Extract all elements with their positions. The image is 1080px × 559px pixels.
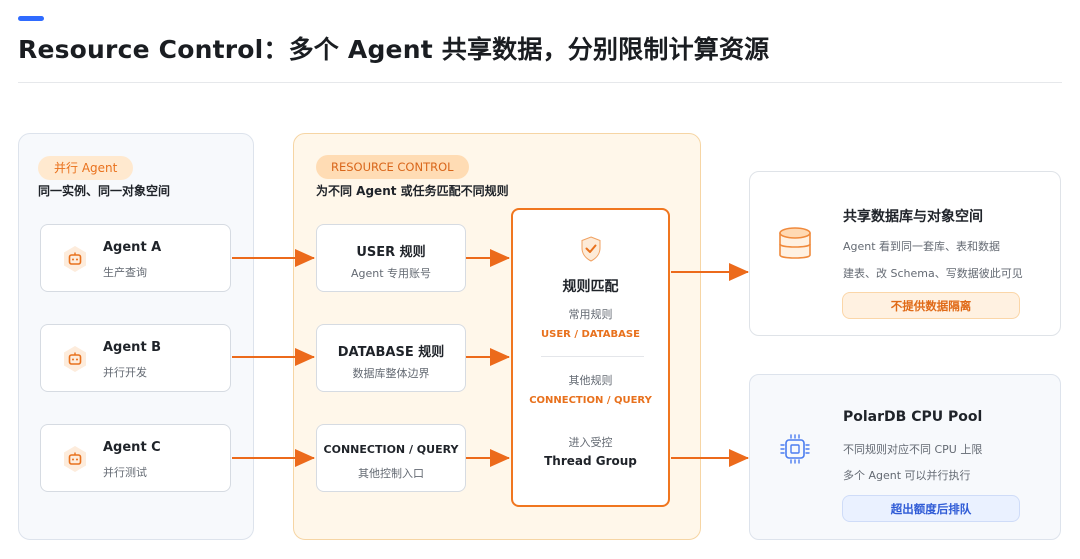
shared-database-line-2: 建表、改 Schema、写数据彼此可见 (843, 267, 1023, 280)
agent-name: Agent C (103, 440, 161, 455)
resource-control-subtitle: 为不同 Agent 或任务匹配不同规则 (316, 184, 509, 198)
agent-desc: 并行开发 (103, 366, 147, 379)
agent-c-card[interactable]: Agent C 并行测试 (40, 424, 231, 492)
shared-database-card[interactable]: 共享数据库与对象空间 Agent 看到同一套库、表和数据 建表、改 Schema… (749, 171, 1061, 336)
title-accent-bar (18, 16, 44, 21)
robot-icon (64, 446, 86, 472)
resource-control-pill: RESOURCE CONTROL (316, 155, 469, 179)
match-title: 规则匹配 (562, 279, 619, 295)
common-rules-value: USER / DATABASE (541, 329, 640, 340)
connection-query-rule-card[interactable]: CONNECTION / QUERY 其他控制入口 (316, 424, 466, 492)
database-icon (779, 227, 811, 259)
no-data-isolation-badge: 不提供数据隔离 (842, 292, 1020, 319)
thread-group-label: Thread Group (544, 454, 637, 468)
rule-desc: 其他控制入口 (358, 467, 424, 480)
enter-controlled-label: 进入受控 (568, 436, 613, 449)
cpu-pool-line-1: 不同规则对应不同 CPU 上限 (843, 443, 983, 456)
cpu-chip-icon (780, 434, 810, 464)
rule-desc: Agent 专用账号 (350, 267, 432, 280)
cpu-pool-title: PolarDB CPU Pool (843, 409, 983, 425)
rule-desc: 数据库整体边界 (352, 367, 430, 380)
shared-database-line-1: Agent 看到同一套库、表和数据 (843, 240, 1001, 253)
other-rules-value: CONNECTION / QUERY (529, 395, 652, 406)
user-rule-card[interactable]: USER 规则 Agent 专用账号 (316, 224, 466, 292)
robot-icon (64, 246, 86, 272)
page-title: Resource Control：多个 Agent 共享数据，分别限制计算资源 (18, 35, 770, 64)
title-divider (18, 82, 1062, 83)
rule-name: DATABASE 规则 (337, 345, 445, 360)
cpu-pool-line-2: 多个 Agent 可以并行执行 (843, 469, 971, 482)
parallel-agent-pill: 并行 Agent (38, 156, 134, 180)
database-rule-card[interactable]: DATABASE 规则 数据库整体边界 (316, 324, 466, 392)
cpu-pool-card[interactable]: PolarDB CPU Pool 不同规则对应不同 CPU 上限 多个 Agen… (749, 374, 1061, 540)
rule-match-card[interactable]: 规则匹配 常用规则 USER / DATABASE 其他规则 CONNECTIO… (511, 208, 670, 507)
agent-a-card[interactable]: Agent A 生产查询 (40, 224, 231, 292)
agent-desc: 并行测试 (103, 466, 147, 479)
agent-b-card[interactable]: Agent B 并行开发 (40, 324, 231, 392)
parallel-agents-subtitle: 同一实例、同一对象空间 (38, 184, 171, 198)
match-divider (541, 356, 644, 357)
shared-database-title: 共享数据库与对象空间 (843, 209, 983, 225)
rule-name: CONNECTION / QUERY (323, 443, 459, 456)
agent-desc: 生产查询 (103, 266, 147, 279)
queue-over-quota-badge: 超出额度后排队 (842, 495, 1020, 522)
agent-name: Agent B (103, 340, 162, 355)
other-rules-label: 其他规则 (568, 374, 613, 387)
rule-name: USER 规则 (356, 245, 426, 260)
robot-icon (64, 346, 86, 372)
shield-check-icon (581, 236, 601, 262)
agent-name: Agent A (103, 240, 162, 255)
common-rules-label: 常用规则 (568, 308, 613, 321)
